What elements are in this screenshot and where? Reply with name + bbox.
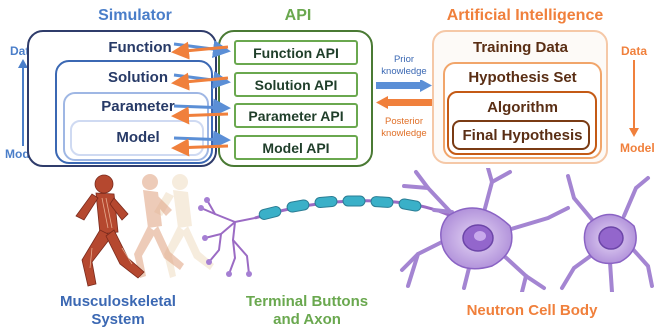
solution-api-box: Solution API <box>234 72 358 97</box>
function-api-box: Function API <box>234 40 358 65</box>
simulator-api-arrows <box>171 40 231 157</box>
simulator-level-model: Model <box>116 129 160 146</box>
api-ai-arrows <box>376 80 432 109</box>
posterior-knowledge-label: Posterior knowledge <box>381 116 427 139</box>
ai-model-label: Model <box>620 141 654 155</box>
simulator-data-arrow <box>18 59 28 146</box>
simulator-title: Simulator <box>98 7 172 24</box>
ai-level-hypothesis-set: Hypothesis Set <box>468 69 577 86</box>
ai-data-arrow <box>629 60 639 137</box>
simulator-level-parameter: Parameter <box>101 98 175 115</box>
ai-level-training-data: Training Data <box>472 39 569 56</box>
neutron-cell-body-label: Neutron Cell Body <box>466 302 598 319</box>
ai-level-final-hypothesis: Final Hypothesis <box>462 127 583 144</box>
final-hypothesis-box <box>452 120 590 150</box>
axon-illustration <box>198 195 452 277</box>
musculoskeletal-label: Musculoskeletal System <box>60 293 176 328</box>
simulator-level-function: Function <box>108 39 172 56</box>
parameter-api-box: Parameter API <box>234 103 358 128</box>
ai-data-label: Data <box>621 44 648 58</box>
prior-knowledge-label: Prior knowledge <box>381 54 427 77</box>
simulator-level-solution: Solution <box>108 69 168 86</box>
ai-level-algorithm: Algorithm <box>487 99 558 116</box>
model-api-box: Model API <box>234 135 358 160</box>
api-title: API <box>284 7 312 24</box>
ai-title: Artificial Intelligence <box>446 7 604 24</box>
neuron-cell-illustration <box>400 168 654 292</box>
terminal-buttons-label: Terminal Buttons and Axon <box>245 293 369 328</box>
running-figures-illustration <box>75 174 214 287</box>
